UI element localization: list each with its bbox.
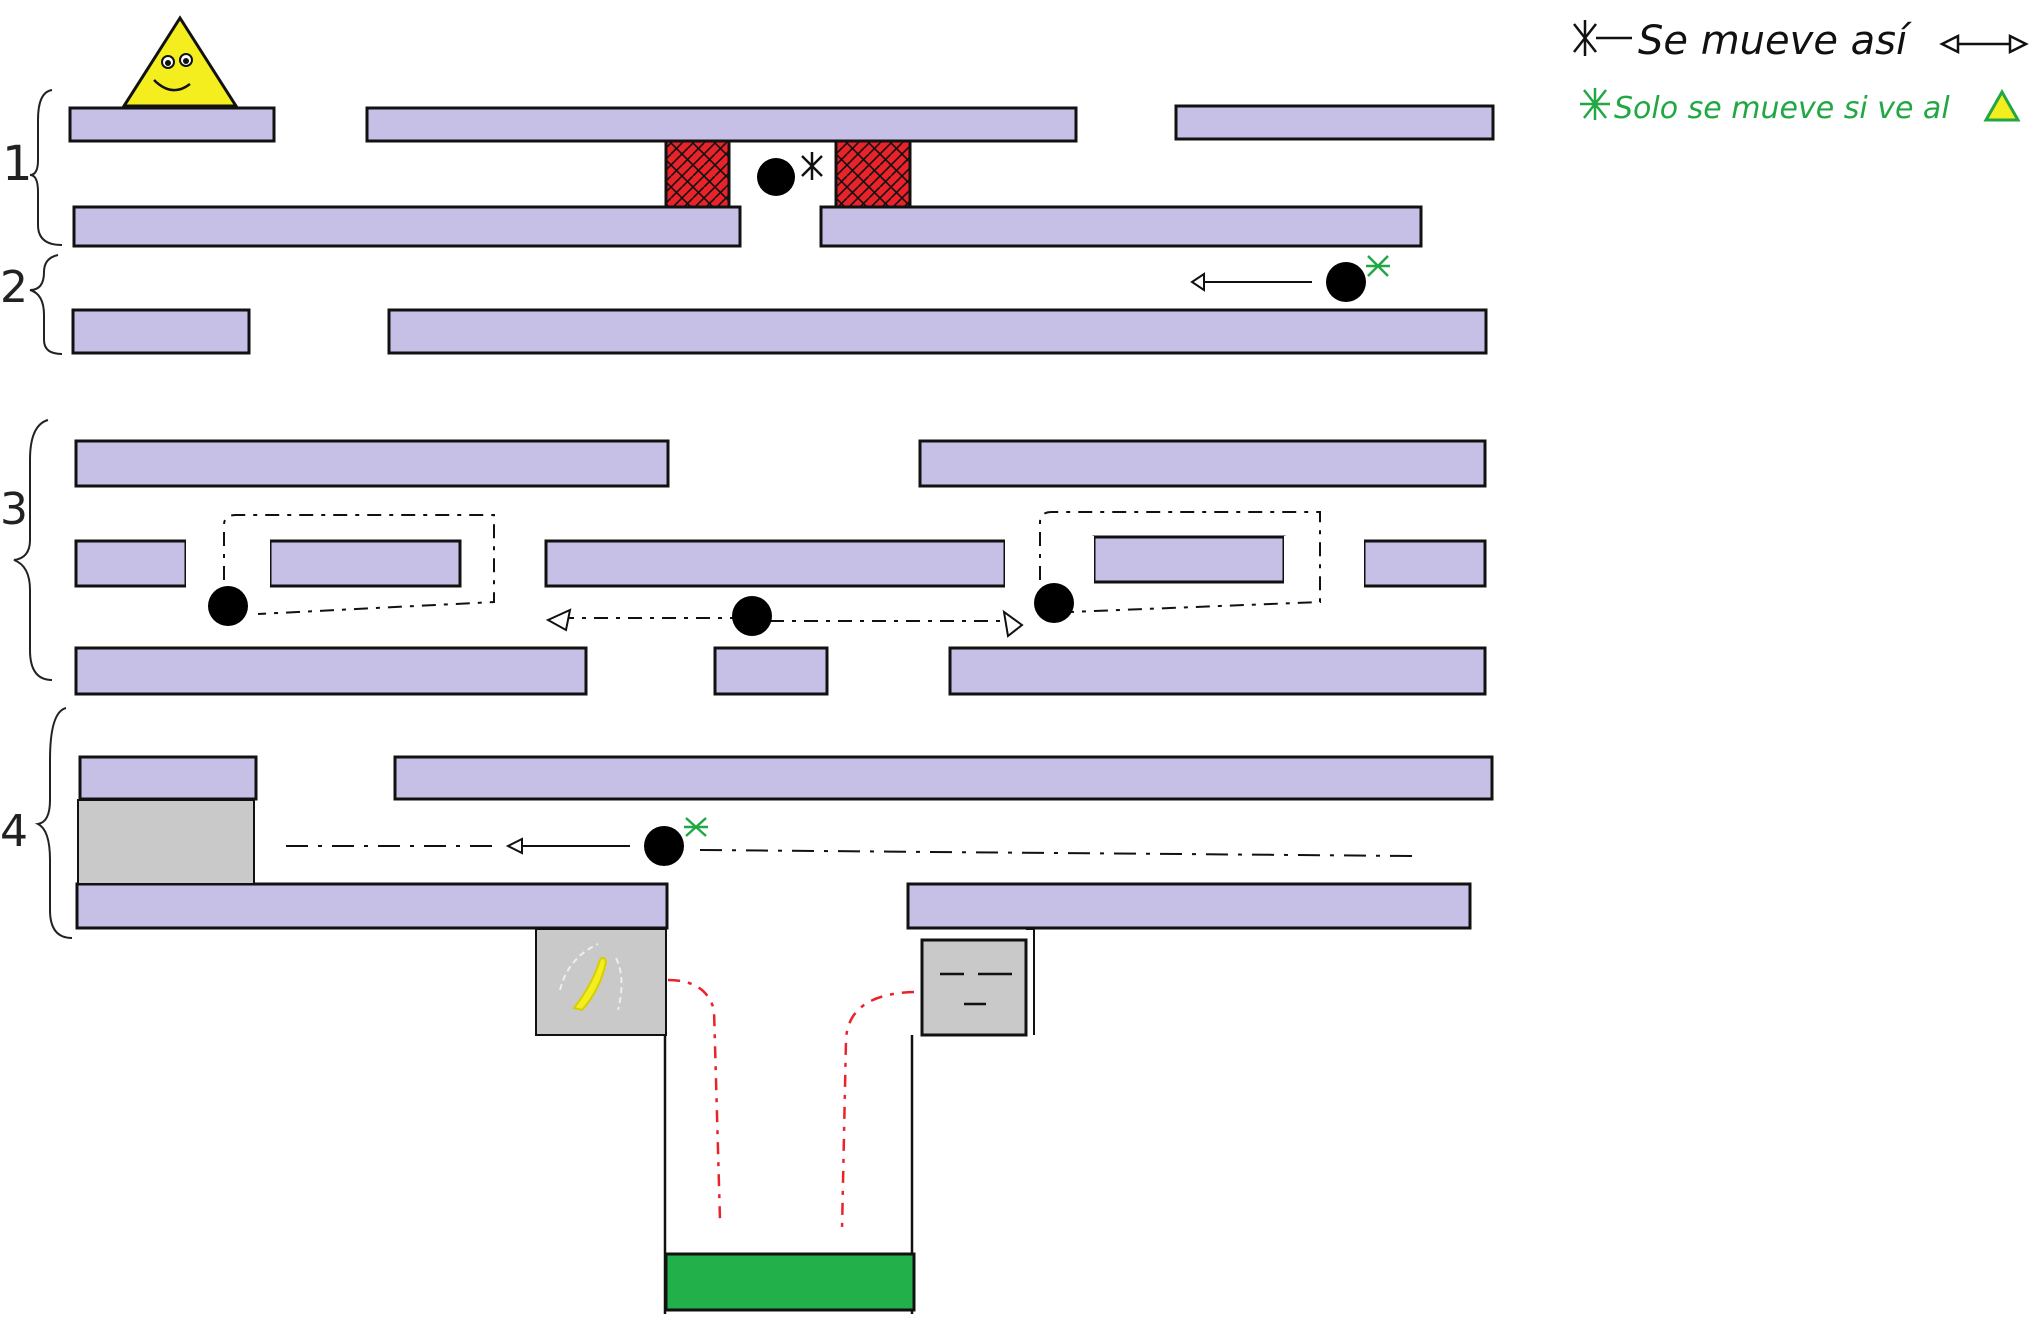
black-asterisk-icon <box>801 152 823 180</box>
section-1-marker: 1 <box>2 89 63 246</box>
double-arrow-icon <box>1939 33 2029 55</box>
patrol-path <box>223 511 1321 622</box>
platform <box>1092 535 1286 584</box>
green-asterisk-icon <box>1580 88 1610 120</box>
gap <box>1284 536 1364 592</box>
platform <box>74 539 188 588</box>
platform <box>1362 539 1487 588</box>
hazard-pattern <box>666 141 729 207</box>
arrow-left-icon <box>505 837 630 855</box>
platform <box>906 882 1472 930</box>
fall-path <box>667 978 915 1231</box>
platforms <box>68 104 1495 930</box>
legend: Se mueve así Solo se mueve si ve al <box>1573 18 2029 126</box>
enemy-ball <box>1034 583 1074 623</box>
platform <box>78 755 258 801</box>
section-1-label: 1 <box>2 136 33 192</box>
arrow-left-icon <box>545 608 572 632</box>
sleeping-block <box>920 938 1028 1037</box>
goal-block <box>664 1252 916 1312</box>
legend-line-1: Se mueve así <box>1638 18 1912 64</box>
platform <box>819 205 1423 248</box>
platform <box>365 106 1078 143</box>
platform <box>387 308 1488 355</box>
platform <box>918 439 1487 488</box>
banana-icon <box>559 943 623 1012</box>
platform <box>268 539 462 588</box>
platform <box>544 539 1007 588</box>
section-3-marker: 3 <box>0 419 53 681</box>
platform <box>74 439 670 488</box>
section-4-label: 4 <box>0 806 28 857</box>
stone-block <box>77 799 255 885</box>
enemy-ball <box>732 596 772 636</box>
gap <box>1005 536 1094 592</box>
platform <box>713 646 829 696</box>
platform <box>74 646 588 696</box>
platform <box>948 646 1487 696</box>
sight-line <box>286 845 1413 857</box>
legend-line-2: Solo se mueve si ve al <box>1614 91 1950 126</box>
gap <box>186 536 270 592</box>
platform <box>68 106 276 143</box>
player-triangle <box>121 15 239 108</box>
section-3-label: 3 <box>0 484 28 535</box>
section-2-label: 2 <box>0 262 28 313</box>
green-asterisk-icon <box>684 817 708 837</box>
green-asterisk-icon <box>1366 255 1390 277</box>
enemy-ball <box>1326 262 1366 302</box>
arrow-left-icon <box>1190 272 1312 292</box>
hazard-pattern <box>836 141 910 207</box>
enemy-ball <box>644 826 684 866</box>
enemy-ball <box>208 586 248 626</box>
section-2-marker: 2 <box>0 254 63 355</box>
platform <box>393 755 1494 801</box>
arrow-right-icon <box>1002 609 1024 638</box>
section-4-marker: 4 <box>0 707 73 939</box>
enemy-ball <box>757 158 795 196</box>
platform <box>1174 104 1495 141</box>
platform <box>71 308 251 355</box>
platform <box>75 882 669 930</box>
yellow-triangle-icon <box>1983 88 2021 122</box>
platform <box>72 205 742 248</box>
banana-block <box>535 928 667 1036</box>
closed-eyes-icon <box>940 972 1012 1006</box>
black-asterisk-icon <box>1573 20 1632 56</box>
